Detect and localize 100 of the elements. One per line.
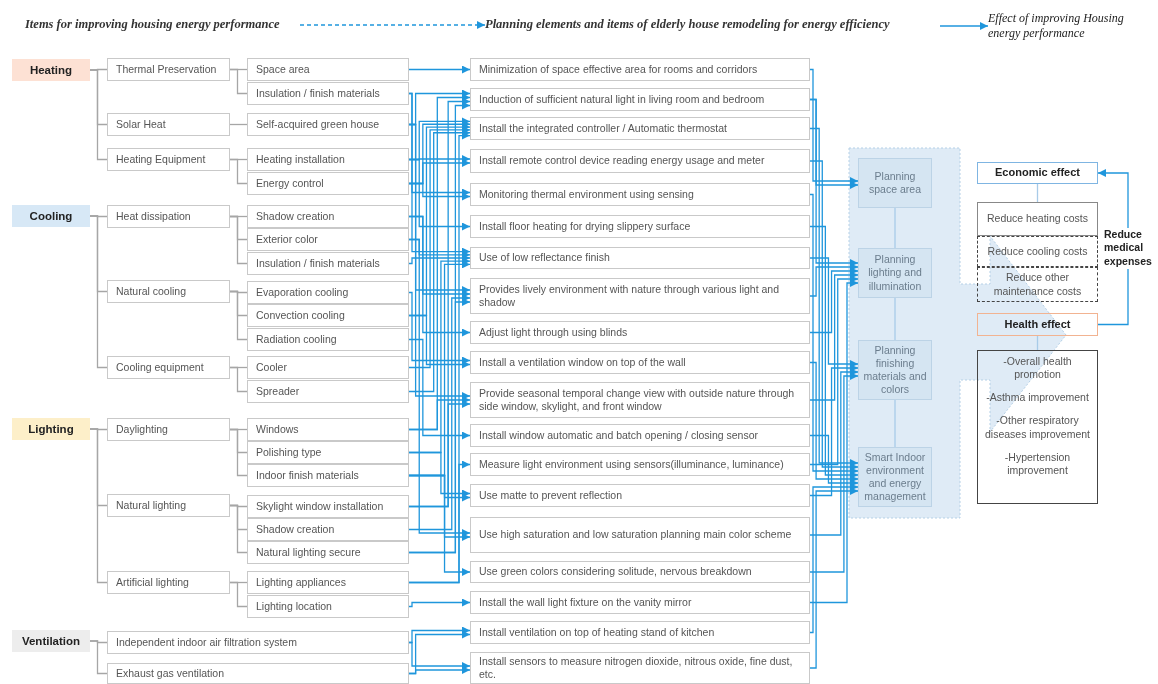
connector-line xyxy=(229,428,248,477)
arrow xyxy=(408,598,471,608)
arrow xyxy=(408,215,471,337)
item-box: Spreader xyxy=(247,380,409,403)
arrow xyxy=(809,68,859,185)
category-tag: Lighting xyxy=(12,418,90,440)
item-box: Insulation / finish materials xyxy=(247,82,409,105)
group-box: Exhaust gas ventilation xyxy=(107,663,409,684)
connector-line xyxy=(89,215,108,369)
planning-box: Smart Indoor environment and energy management xyxy=(858,447,932,507)
effect-list-box xyxy=(977,350,1098,504)
arrow xyxy=(809,483,859,634)
measure-box: Monitoring thermal environment using sensing xyxy=(470,183,810,206)
item-box: Windows xyxy=(247,418,409,441)
effect-text: -Hypertension improvement xyxy=(1003,450,1072,477)
item-box: Space area xyxy=(247,58,409,81)
measure-box: Use of low reflectance finish xyxy=(470,247,810,269)
item-box: Exterior color xyxy=(247,228,409,251)
connector-line xyxy=(229,68,248,95)
connector-line xyxy=(229,366,248,393)
item-box: Evaporation cooling xyxy=(247,281,409,304)
arrow xyxy=(809,263,859,297)
effect-text: -Overall health promotion xyxy=(1002,355,1073,382)
measure-box: Install floor heating for drying slippery surface xyxy=(470,215,810,238)
measure-box: Measure light environment using sensors(illuminance, luminance) xyxy=(470,453,810,476)
connector-line xyxy=(89,69,108,161)
item-box: Lighting location xyxy=(247,595,409,618)
item-box: Self-acquired green house xyxy=(247,113,409,136)
arrow xyxy=(408,451,471,498)
connector-line xyxy=(894,297,896,341)
item-box: Heating installation xyxy=(247,148,409,171)
item-box: Convection cooling xyxy=(247,304,409,327)
planning-box: Planning finishing materials and colors xyxy=(858,340,932,400)
arrow xyxy=(408,238,471,537)
group-box: Independent indoor air filtration system xyxy=(107,631,409,654)
measure-box: Provides lively environment with nature through various light and shadow xyxy=(470,278,810,314)
effect-item-box: Reduce other maintenance costs xyxy=(977,267,1098,302)
connector-line xyxy=(229,581,248,608)
effect-heading-box: Economic effect xyxy=(977,162,1098,184)
arrow xyxy=(408,666,471,675)
measure-box: Use high saturation and low saturation planning main color scheme xyxy=(470,517,810,553)
effect-text: -Other respiratory diseases improvement xyxy=(984,414,1091,441)
connector-line xyxy=(1036,335,1039,351)
measure-box: Install sensors to measure nitrogen dioxide, nitrous oxide, fine dust, etc. xyxy=(470,652,810,684)
arrow xyxy=(408,182,471,201)
item-box: Energy control xyxy=(247,172,409,195)
measure-box: Adjust light through using blinds xyxy=(470,321,810,344)
item-box: Lighting appliances xyxy=(247,571,409,594)
connector-line xyxy=(229,504,248,554)
arrow xyxy=(809,279,859,604)
arrow xyxy=(408,460,471,584)
item-box: Cooler xyxy=(247,356,409,379)
category-tag: Ventilation xyxy=(12,630,90,652)
arrow xyxy=(809,271,859,401)
section-heading: Items for improving housing energy performance xyxy=(25,14,300,36)
arrow xyxy=(809,267,859,334)
arrow xyxy=(299,21,486,29)
section-heading: Planning elements and items of elderly house remodeling for energy efficiency xyxy=(485,14,940,36)
group-box: Natural cooling xyxy=(107,280,230,303)
item-box: Radiation cooling xyxy=(247,328,409,351)
measure-box: Install a ventilation window on top of the wall xyxy=(470,351,810,374)
category-tag: Heating xyxy=(12,59,90,81)
arrow xyxy=(408,158,471,231)
effect-item-box: Reduce cooling costs xyxy=(977,236,1098,267)
item-box: Insulation / finish materials xyxy=(247,252,409,275)
arrow xyxy=(809,372,859,573)
measure-box: Provide seasonal temporal change view with outside nature through side window, skylight, and front window xyxy=(470,382,810,418)
group-box: Artificial lighting xyxy=(107,571,230,594)
group-box: Thermal Preservation xyxy=(107,58,230,81)
connector-line xyxy=(894,399,896,448)
item-box: Shadow creation xyxy=(247,518,409,541)
connector-line xyxy=(229,290,248,341)
arrow xyxy=(809,368,859,536)
measure-box: Minimization of space effective area for rooms and corridors xyxy=(470,58,810,81)
measure-box: Install the integrated controller / Automatic thermostat xyxy=(470,117,810,140)
arrow xyxy=(408,338,471,440)
measure-box: Use green colors considering solitude, nervous breakdown xyxy=(470,561,810,583)
arrow xyxy=(408,641,471,670)
connector-line xyxy=(894,207,896,249)
measure-box: Induction of sufficient natural light in living room and bedroom xyxy=(470,88,810,111)
measure-box: Install window automatic and batch opening / closing sensor xyxy=(470,424,810,447)
group-box: Solar Heat xyxy=(107,113,230,136)
arrow xyxy=(809,434,859,487)
measure-box: Install ventilation on top of heating stand of kitchen xyxy=(470,621,810,644)
arrow xyxy=(809,98,859,267)
arrow xyxy=(408,291,471,365)
group-box: Heating Equipment xyxy=(107,148,230,171)
arrow xyxy=(408,65,471,74)
measure-box: Install remote control device reading energy usage and meter xyxy=(470,149,810,173)
arrow xyxy=(408,396,471,431)
section-heading: Effect of improving Housing energy performance xyxy=(988,9,1153,43)
effect-item-box: Reduce heating costs xyxy=(977,202,1098,236)
item-box: Indoor finish materials xyxy=(247,464,409,487)
arrow xyxy=(939,22,989,30)
arrow xyxy=(408,254,471,265)
category-tag: Cooling xyxy=(12,205,90,227)
connector-line xyxy=(229,215,248,265)
group-box: Cooling equipment xyxy=(107,356,230,379)
arrow xyxy=(809,275,859,466)
arrow xyxy=(809,257,859,368)
